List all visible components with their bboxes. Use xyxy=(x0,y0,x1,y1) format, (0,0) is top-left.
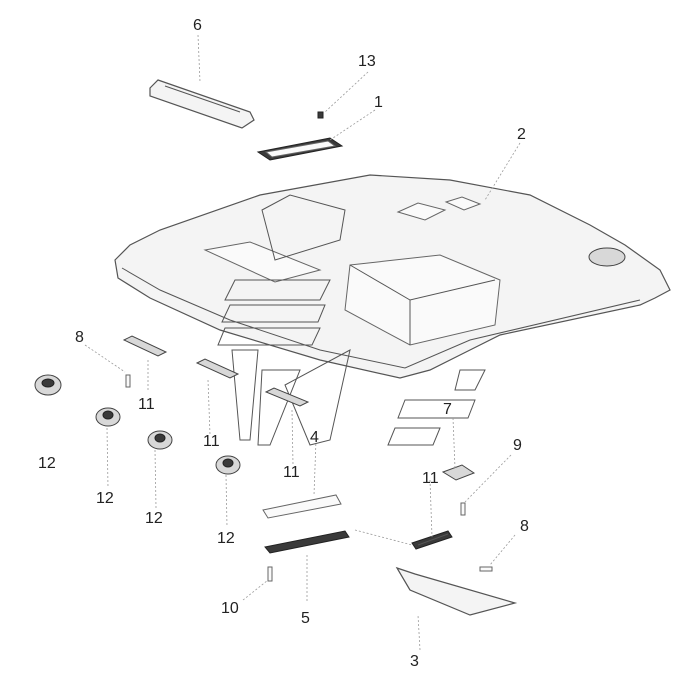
label-12a: 12 xyxy=(38,455,56,472)
label-4: 4 xyxy=(310,429,319,446)
part-13-screw xyxy=(317,111,324,119)
part-7-plate xyxy=(441,464,476,481)
part-5-strip xyxy=(262,494,350,554)
label-6: 6 xyxy=(193,17,202,34)
label-13: 13 xyxy=(358,53,376,70)
label-8b: 8 xyxy=(520,518,529,535)
label-9: 9 xyxy=(513,437,522,454)
label-7: 7 xyxy=(443,401,452,418)
label-5: 5 xyxy=(301,610,310,627)
label-3: 3 xyxy=(410,653,419,670)
part-1-frame xyxy=(256,137,344,161)
part-12-speakers xyxy=(34,374,241,475)
label-11d: 11 xyxy=(422,470,439,487)
label-10: 10 xyxy=(221,600,239,617)
leader-lines xyxy=(84,34,521,651)
label-2: 2 xyxy=(517,126,526,143)
label-12c: 12 xyxy=(145,510,163,527)
callout-labels: 6 13 1 2 8 11 11 4 11 12 12 12 12 7 9 11… xyxy=(38,17,529,670)
label-11b: 11 xyxy=(203,433,220,450)
part-3-tray xyxy=(395,566,518,616)
part-2-headliner xyxy=(114,174,671,379)
label-8a: 8 xyxy=(75,329,84,346)
part-6-cover xyxy=(149,79,255,129)
label-12b: 12 xyxy=(96,490,114,507)
part-4-bracket xyxy=(217,279,486,446)
label-11a: 11 xyxy=(138,396,155,413)
label-12d: 12 xyxy=(217,530,235,547)
label-1: 1 xyxy=(374,94,383,111)
screws xyxy=(125,374,493,582)
label-11c: 11 xyxy=(283,464,300,481)
part-11-clips xyxy=(122,335,453,550)
